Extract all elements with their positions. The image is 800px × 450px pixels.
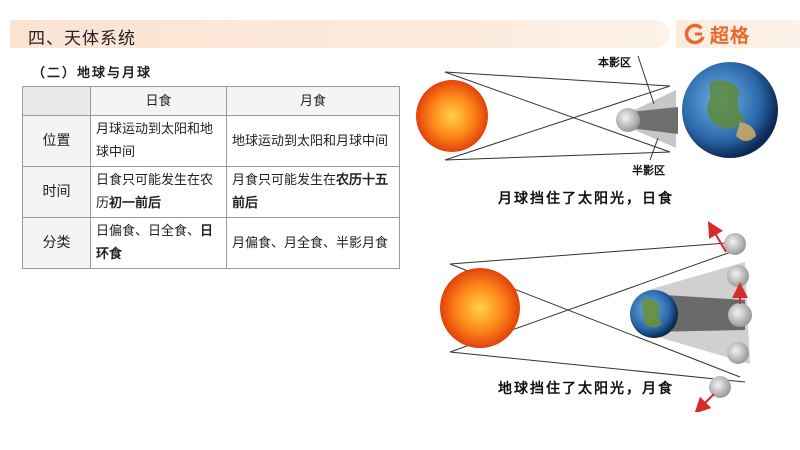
row-label-time: 时间 [22, 166, 91, 218]
logo-mark-icon [684, 23, 706, 45]
logo-text: 超格 [710, 24, 751, 47]
penumbra-label: 半影区 [632, 164, 665, 177]
cell-bold-text: 初一前后 [109, 196, 162, 211]
solar-eclipse-caption: 月球挡住了太阳光，日食 [498, 191, 674, 207]
cell-text: 日食只可能发生在农历 [96, 173, 214, 211]
table-row: 时间 日食只可能发生在农历初一前后 月食只可能发生在农历十五前后 [22, 166, 400, 218]
cell-text: 月食只可能发生在 [232, 173, 337, 188]
table-row: 位置 月球运动到太阳和地球中间 地球运动到太阳和月球中间 [22, 115, 400, 167]
lunar-eclipse-group [440, 221, 752, 414]
cell-solar-category: 日偏食、日全食、日环食 [90, 217, 227, 269]
cell-text: 日偏食、日全食、 [96, 224, 201, 239]
cell-solar-time: 日食只可能发生在农历初一前后 [90, 166, 227, 218]
column-header-lunar: 月食 [226, 86, 400, 116]
moon-icon [616, 108, 640, 132]
cell-bold-text: 日环食 [96, 224, 214, 262]
page-title: 四、天体系统 [28, 29, 136, 49]
lunar-eclipse-caption: 地球挡住了太阳光，月食 [498, 381, 674, 397]
arrow-icon [694, 393, 715, 414]
eclipse-diagram-svg [416, 55, 778, 414]
moon-icon [728, 303, 752, 327]
column-header-solar: 日食 [90, 86, 227, 116]
row-label-category: 分类 [22, 217, 91, 269]
eclipse-diagram: 本影区 半影区 月球挡住了太阳光，日食 地球挡住了太阳光，月食 [410, 52, 800, 414]
eclipse-comparison-table: 日食 月食 位置 月球运动到太阳和地球中间 地球运动到太阳和月球中间 时间 日食… [22, 86, 400, 269]
cell-bold-text: 农历十五前后 [232, 173, 389, 211]
table-header-row: 日食 月食 [22, 86, 400, 116]
arrow-icon [707, 221, 727, 253]
section-title: （二）地球与月球 [32, 66, 153, 81]
cell-lunar-time: 月食只可能发生在农历十五前后 [226, 166, 400, 218]
cell-lunar-category: 月偏食、月全食、半影月食 [226, 217, 400, 269]
sun-icon [416, 80, 488, 152]
sun-icon [440, 268, 520, 348]
table-row: 分类 日偏食、日全食、日环食 月偏食、月全食、半影月食 [22, 217, 400, 269]
table-corner-cell [22, 86, 91, 116]
umbra-label: 本影区 [598, 56, 631, 69]
moon-icon [709, 376, 731, 398]
row-label-position: 位置 [22, 115, 91, 167]
header-band [10, 20, 670, 48]
cell-lunar-position: 地球运动到太阳和月球中间 [226, 115, 400, 167]
brand-logo: 超格 [684, 20, 750, 48]
moon-icon [724, 233, 746, 255]
solar-eclipse-group [416, 55, 778, 161]
moon-icon [727, 265, 749, 287]
cell-solar-position: 月球运动到太阳和地球中间 [90, 115, 227, 167]
moon-icon [727, 342, 749, 364]
